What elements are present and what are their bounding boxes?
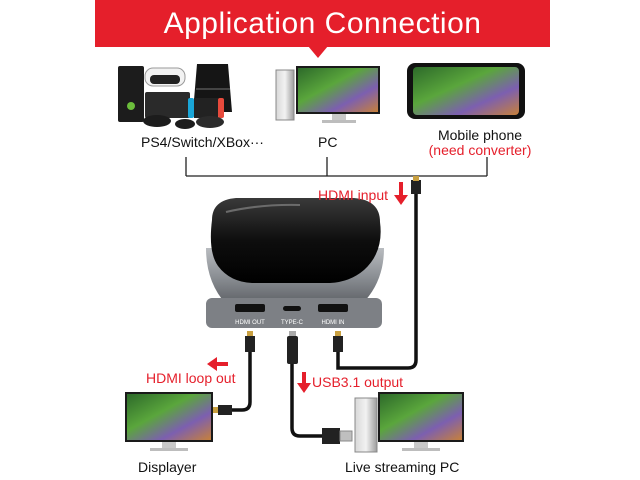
consoles-image — [118, 64, 232, 129]
hdmi-loop-out-arrow — [207, 357, 228, 371]
source-note-mobile: (need converter) — [428, 142, 532, 158]
pc-image — [275, 66, 380, 123]
mobile-phone-image — [407, 63, 525, 119]
source-label-consoles: PS4/Switch/XBox··· — [141, 134, 264, 150]
capture-device: HDMI OUT TYPE-C HDMI IN — [206, 198, 384, 328]
usb-output-label: USB3.1 output — [312, 374, 404, 390]
port-label-type-c: TYPE-C — [281, 320, 304, 326]
usb-output-arrow — [297, 372, 311, 393]
output-label-live-pc: Live streaming PC — [345, 459, 460, 475]
title-banner: Application Connection — [95, 0, 550, 47]
usb-cable — [287, 331, 353, 444]
source-label-mobile: Mobile phone — [437, 127, 523, 143]
hdmi-input-cable — [333, 176, 421, 370]
displayer-monitor-image — [125, 392, 213, 451]
hdmi-input-label: HDMI input — [318, 187, 389, 203]
output-label-displayer: Displayer — [138, 459, 197, 475]
hdmi-input-arrow — [394, 182, 408, 205]
live-streaming-pc-image — [354, 392, 464, 453]
source-label-pc: PC — [318, 134, 338, 150]
port-label-hdmi-in: HDMI IN — [322, 320, 345, 326]
port-label-hdmi-out: HDMI OUT — [235, 320, 265, 326]
banner-pointer — [308, 46, 328, 58]
hdmi-loop-out-label: HDMI loop out — [146, 370, 236, 386]
source-bracket — [185, 157, 488, 177]
hdmi-loop-out-cable — [213, 331, 255, 415]
